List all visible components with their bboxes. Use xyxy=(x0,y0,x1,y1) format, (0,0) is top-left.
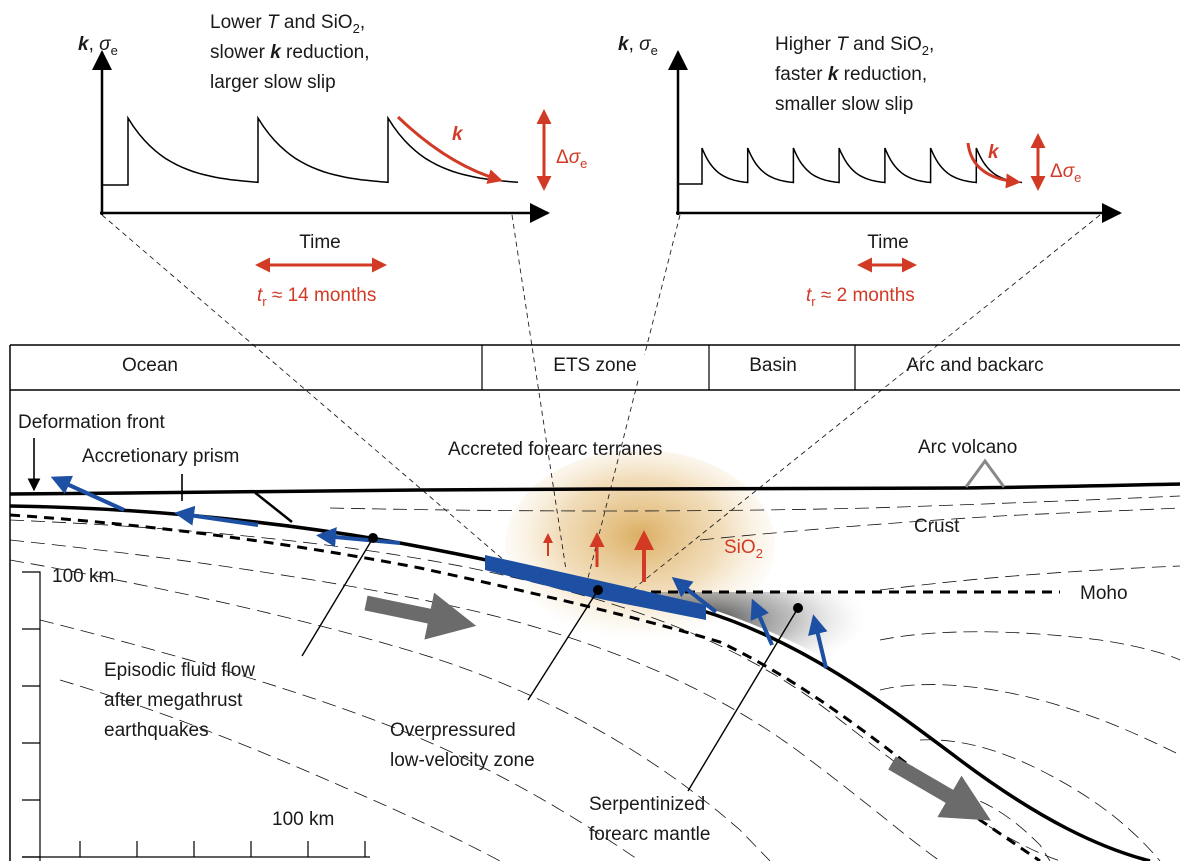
left-k-label: k xyxy=(452,124,464,145)
zoom-projection-lines xyxy=(101,214,1101,591)
left-caption-line1: Lower T and SiO2, xyxy=(210,12,365,36)
left-recurrence-label: tr ≈ 14 months xyxy=(257,285,376,309)
left-permeability-curve xyxy=(102,115,519,186)
label-accreted-terranes: Accreted forearc terranes xyxy=(448,439,662,460)
label-crust: Crust xyxy=(914,516,960,537)
label-arc-volcano: Arc volcano xyxy=(918,437,1017,458)
right-delta-sigma-label: Δσe xyxy=(1050,161,1081,185)
right-x-axis-label: Time xyxy=(867,232,909,253)
zone-ocean: Ocean xyxy=(122,355,178,376)
right-permeability-curve xyxy=(678,147,1023,185)
right-caption-line1: Higher T and SiO2, xyxy=(775,34,934,58)
label-scale-horizontal: 100 km xyxy=(272,809,334,830)
oceanic-moho xyxy=(9,513,1041,861)
left-y-axis-label: k, σe xyxy=(78,34,118,58)
right-caption-line2: faster k reduction, xyxy=(775,64,927,85)
label-scale-vertical: 100 km xyxy=(52,566,114,587)
left-x-axis-label: Time xyxy=(299,232,341,253)
label-low-velocity-2: low-velocity zone xyxy=(390,750,535,771)
right-caption-line3: smaller slow slip xyxy=(775,94,913,115)
left-caption-line3: larger slow slip xyxy=(210,72,336,93)
label-serpentinized-1: Serpentinized xyxy=(589,794,705,815)
zone-basin: Basin xyxy=(749,355,797,376)
silica-flux-arrows xyxy=(543,530,654,582)
right-y-axis-label: k, σe xyxy=(618,34,658,58)
label-serpentinized-2: forearc mantle xyxy=(589,824,710,845)
label-fluid-flow-2: after megathrust xyxy=(104,690,243,711)
label-accretionary-prism: Accretionary prism xyxy=(82,446,239,467)
label-fluid-flow-1: Episodic fluid flow xyxy=(104,660,255,681)
cross-section-labels: Deformation front Accretionary prism Acc… xyxy=(18,412,1146,845)
serpentinized-mantle-shading xyxy=(650,592,867,670)
label-fluid-flow-3: earthquakes xyxy=(104,720,209,741)
zone-ets: ETS zone xyxy=(553,355,636,376)
callout-leaders xyxy=(27,438,803,792)
right-recurrence-label: tr ≈ 2 months xyxy=(806,285,915,309)
label-sio2: SiO2 xyxy=(724,537,763,561)
plate-motion-arrows xyxy=(364,592,991,821)
label-low-velocity-1: Overpressured xyxy=(390,720,516,741)
right-k-label: k xyxy=(988,142,1000,163)
label-deformation-front: Deformation front xyxy=(18,412,166,433)
left-caption-line2: slower k reduction, xyxy=(210,42,370,63)
topographic-surface xyxy=(9,482,1180,496)
right-timeseries-panel: k, σe Higher T and SiO2, faster k reduct… xyxy=(618,34,1122,309)
arc-volcano-icon xyxy=(964,458,1006,488)
scale-bars xyxy=(22,571,370,861)
zone-header: Ocean ETS zone Basin Arc and backarc xyxy=(9,344,1180,861)
left-timeseries-panel: k, σe Lower T and SiO2, slower k reducti… xyxy=(78,12,587,309)
left-k-reduction-arrow xyxy=(396,115,503,184)
left-delta-sigma-label: Δσe xyxy=(556,147,587,171)
fluid-flow-arrows xyxy=(50,475,828,669)
zone-arc-backarc: Arc and backarc xyxy=(906,355,1043,376)
right-k-reduction-arrow xyxy=(966,142,1021,189)
cross-section xyxy=(9,438,1180,861)
label-moho: Moho xyxy=(1080,583,1128,604)
prism-thrust-line xyxy=(252,490,293,523)
